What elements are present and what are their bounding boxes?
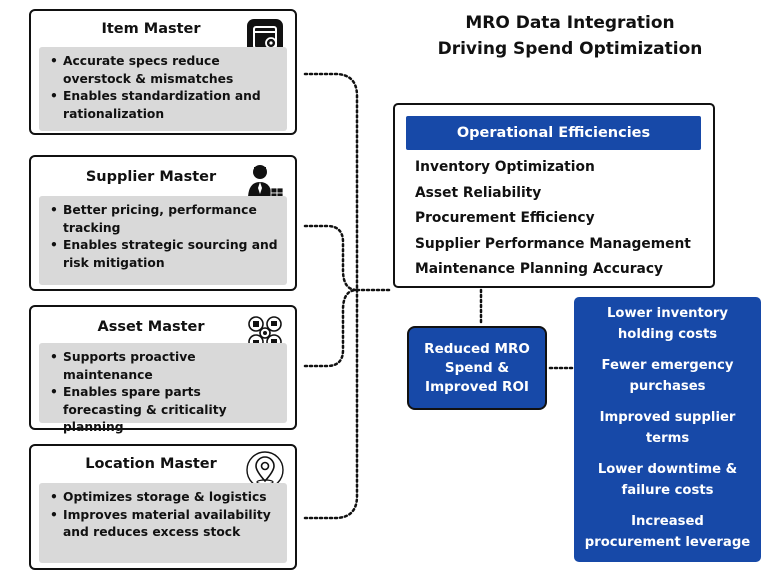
benefit-procurement-leverage: Increased procurement leverage — [574, 511, 761, 553]
benefit-fewer-emergency: Fewer emergency purchases — [574, 355, 761, 397]
ops-item-2: Asset Reliability — [415, 184, 542, 201]
asset-master-bullet-2: Enables spare parts forecasting & critic… — [50, 384, 279, 437]
benefits-box: Lower inventory holding costs Fewer emer… — [574, 297, 761, 562]
supplier-master-title: Supplier Master — [85, 169, 217, 185]
location-master-bullet-2: Improves material availability and reduc… — [50, 507, 279, 542]
title-line-2: Driving Spend Optimization — [437, 39, 703, 59]
benefit-2-line-1: Fewer emergency — [601, 358, 734, 373]
benefit-5-line-1: Increased — [631, 514, 704, 529]
benefit-lower-inventory: Lower inventory holding costs — [574, 303, 761, 345]
asset-master-card: Asset Master Supports proactive maintena… — [29, 305, 297, 434]
asset-master-title: Asset Master — [97, 319, 205, 335]
supplier-master-card: Supplier Master Better pricing, performa… — [29, 155, 297, 291]
supplier-master-bullet-2: Enables strategic sourcing and risk miti… — [50, 237, 279, 272]
benefit-4-line-2: failure costs — [621, 483, 714, 498]
asset-master-bullet-1: Supports proactive maintenance — [50, 349, 279, 384]
connector-location-master — [303, 288, 359, 520]
location-master-card: Location Master Optimizes storage & logi… — [29, 444, 297, 570]
location-master-title: Location Master — [85, 456, 217, 472]
connector-asset-master — [303, 288, 359, 368]
benefit-2-line-2: purchases — [629, 379, 706, 394]
benefit-1-line-1: Lower inventory — [607, 306, 728, 321]
roi-line-3: Improved ROI — [425, 378, 529, 395]
benefit-4-line-1: Lower downtime & — [597, 462, 738, 477]
location-master-bullet-1: Optimizes storage & logistics — [50, 489, 279, 507]
ops-item-3: Procurement Efficiency — [415, 210, 595, 226]
connector-item-master — [303, 72, 359, 292]
operational-efficiencies-box: Operational Efficiencies Inventory Optim… — [393, 103, 715, 288]
benefit-3-line-2: terms — [645, 431, 690, 446]
connector-supplier-master — [303, 224, 359, 292]
ops-item-1: Inventory Optimization — [415, 159, 595, 175]
operational-efficiencies-list: Inventory Optimization Asset Reliability… — [415, 155, 691, 283]
asset-master-body: Supports proactive maintenance Enables s… — [39, 343, 287, 434]
reduced-mro-spend-box: Reduced MRO Spend & Improved ROI — [407, 326, 547, 410]
item-master-bullet-1: Accurate specs reduce overstock & mismat… — [50, 53, 279, 88]
supplier-master-bullet-1: Better pricing, performance tracking — [50, 202, 279, 237]
ops-item-5: Maintenance Planning Accuracy — [415, 261, 664, 277]
roi-line-1: Reduced MRO — [424, 340, 530, 357]
item-master-body: Accurate specs reduce overstock & mismat… — [39, 47, 287, 131]
diagram-title: MRO Data Integration Driving Spend Optim… — [430, 10, 710, 62]
benefit-lower-downtime: Lower downtime & failure costs — [574, 459, 761, 501]
ops-item-4: Supplier Performance Management — [415, 235, 691, 252]
benefit-3-line-1: Improved supplier — [599, 410, 736, 425]
asset-network-icon — [248, 316, 282, 350]
item-master-title: Item Master — [101, 21, 201, 37]
benefit-improved-supplier: Improved supplier terms — [574, 407, 761, 449]
supplier-master-body: Better pricing, performance tracking Ena… — [39, 196, 287, 285]
calendar-gear-icon — [247, 19, 283, 55]
item-master-bullet-2: Enables standardization and rationalizat… — [50, 88, 279, 123]
item-master-card: Item Master Accurate specs reduce overst… — [29, 9, 297, 135]
location-master-body: Optimizes storage & logistics Improves m… — [39, 483, 287, 563]
roi-line-2: Spend & — [444, 359, 510, 376]
benefit-5-line-2: procurement leverage — [584, 535, 751, 550]
title-line-1: MRO Data Integration — [465, 13, 675, 33]
operational-efficiencies-header: Operational Efficiencies — [406, 116, 701, 150]
benefit-1-line-2: holding costs — [617, 327, 718, 342]
